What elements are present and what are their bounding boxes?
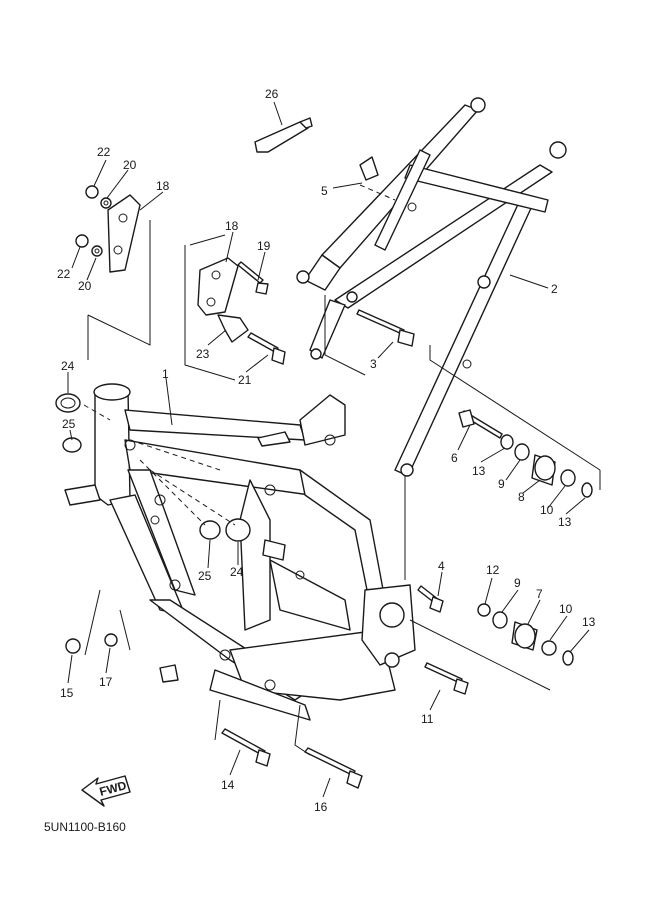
nut-22a (85, 185, 99, 199)
washer-17 (104, 633, 118, 647)
callout-9-upper: 9 (498, 477, 505, 491)
callout-26: 26 (265, 87, 279, 101)
callout-2: 2 (551, 282, 558, 296)
collar-10a (560, 469, 576, 487)
bolt-6 (458, 409, 503, 439)
callout-16: 16 (314, 800, 328, 814)
fwd-label: FWD (98, 778, 128, 799)
callout-12: 12 (486, 563, 500, 577)
callout-10-upper: 10 (540, 503, 554, 517)
callout-25-left: 25 (62, 417, 76, 431)
cap-25-right (199, 520, 221, 540)
bolt-19 (237, 261, 269, 295)
cap-25-left (62, 437, 82, 453)
callout-3: 3 (370, 357, 377, 371)
callout-24-right: 24 (230, 565, 244, 579)
bushing-8 (531, 454, 556, 486)
washer-20b (91, 245, 103, 257)
leader-lines (67, 101, 590, 798)
rear-subframe (296, 97, 567, 477)
callout-numbers: 26 5 22 20 18 22 20 18 19 23 21 2 3 1 24… (57, 87, 596, 814)
clip-23 (217, 314, 249, 343)
diagram-code: 5UN1100-B160 (44, 820, 126, 834)
callout-22-top: 22 (97, 145, 111, 159)
callout-13-lower: 13 (582, 615, 596, 629)
bolt-11 (424, 662, 469, 695)
main-frame (64, 383, 416, 721)
fwd-arrow-icon: FWD (81, 775, 131, 807)
callout-24-left: 24 (61, 359, 75, 373)
callout-9-lower: 9 (514, 576, 521, 590)
collar-10b (541, 640, 557, 656)
washer-20a (100, 197, 112, 209)
bolt-16 (304, 747, 363, 789)
callout-5: 5 (321, 184, 328, 198)
reference-lines (83, 184, 601, 756)
callout-14: 14 (221, 778, 235, 792)
callout-1: 1 (162, 367, 169, 381)
subframe-bolt (356, 309, 415, 347)
callout-13-upper: 13 (472, 464, 486, 478)
nut-12 (477, 603, 491, 617)
callout-18-left: 18 (156, 179, 170, 193)
callout-4: 4 (438, 559, 445, 573)
callout-10-lower: 10 (559, 602, 573, 616)
callout-17: 17 (99, 675, 113, 689)
top-bracket (254, 117, 313, 153)
callout-18-center: 18 (225, 219, 239, 233)
bolt-21 (247, 332, 286, 365)
callout-23: 23 (196, 347, 210, 361)
engine-bracket-center (197, 257, 239, 316)
collar-9b (492, 611, 508, 629)
callout-13-middle: 13 (558, 515, 572, 529)
callout-20-bottom: 20 (78, 279, 92, 293)
plug-24-right (225, 518, 251, 542)
callout-19: 19 (257, 239, 271, 253)
engine-bracket-left (107, 194, 141, 273)
collar-9a (514, 443, 530, 461)
callout-20-top: 20 (123, 158, 137, 172)
callout-22-bottom: 22 (57, 267, 71, 281)
callout-25-right: 25 (198, 569, 212, 583)
bolt-14 (221, 728, 271, 767)
bushing-7 (511, 621, 538, 651)
callout-6: 6 (451, 451, 458, 465)
bolt-4 (417, 585, 444, 613)
washer-13a (500, 434, 514, 450)
plug-24-left (55, 393, 81, 413)
washer-13c (562, 650, 574, 666)
callout-8: 8 (518, 490, 525, 504)
callout-11: 11 (421, 712, 434, 726)
callout-7: 7 (536, 587, 543, 601)
callout-21: 21 (238, 373, 252, 387)
washer-13b (581, 482, 593, 498)
nut-15 (65, 638, 81, 654)
nut-22b (75, 234, 89, 248)
callout-15: 15 (60, 686, 74, 700)
